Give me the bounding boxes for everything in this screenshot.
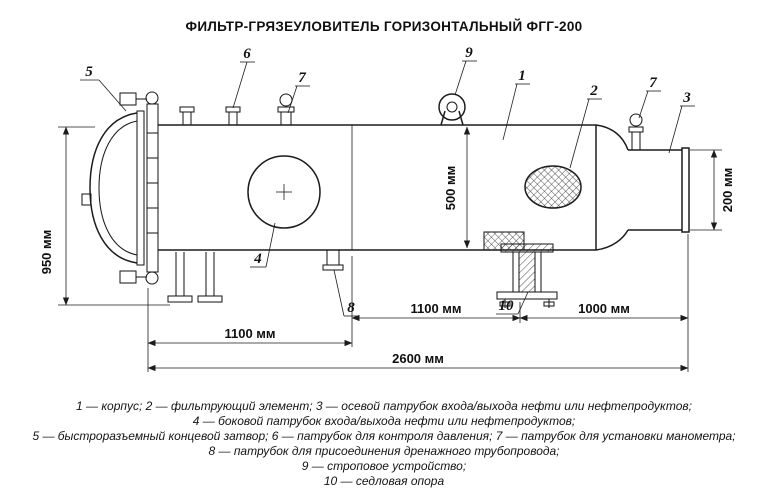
legend-line-3: 5 — быстроразъемный концевой затвор; 6 —…	[32, 429, 735, 443]
callouts: 5 6 7 9 1 2 7	[80, 45, 695, 317]
callout-2-label: 2	[589, 83, 598, 99]
callout-5: 5	[80, 64, 127, 112]
dim-500: 500 мм	[443, 126, 471, 249]
dim-1000: 1000 мм	[519, 301, 689, 322]
top-stub	[179, 106, 195, 125]
dim-1100-left: 1100 мм	[147, 326, 353, 347]
callout-4-label: 4	[253, 251, 262, 267]
dim-2600: 2600 мм	[147, 351, 689, 372]
end-closure	[119, 91, 159, 285]
callout-2: 2	[569, 83, 602, 169]
dim-200-label: 200 мм	[720, 168, 735, 213]
callout-9-label: 9	[465, 45, 473, 61]
dimensions: 950 мм 500 мм 200 мм 1100 мм 1000 мм	[39, 126, 735, 372]
dim-950-label: 950 мм	[39, 230, 54, 275]
legend: 1 — корпус; 2 — фильтрующий элемент; 3 —…	[32, 399, 735, 488]
dim-1000-label: 1000 мм	[578, 301, 630, 316]
saddle-support	[496, 243, 558, 308]
axial-nozzle	[628, 147, 690, 233]
dim-950: 950 мм	[39, 126, 170, 306]
side-nozzle	[247, 155, 321, 229]
callout-10: 10	[496, 291, 529, 315]
callout-8: 8	[333, 269, 359, 317]
callout-7-left-label: 7	[298, 70, 306, 86]
lifting-lug	[438, 93, 466, 126]
callout-4: 4	[250, 222, 276, 268]
callout-5-label: 5	[85, 64, 93, 80]
right-head	[595, 124, 629, 251]
callout-6-label: 6	[243, 46, 251, 62]
dim-1100-mid: 1100 мм	[351, 301, 521, 322]
callout-1: 1	[502, 68, 530, 141]
pressure-nozzle	[225, 106, 241, 125]
dim-2600-label: 2600 мм	[392, 351, 444, 366]
legend-line-2: 4 — боковой патрубок входа/выхода нефти …	[193, 414, 575, 428]
gauge-nozzle-right	[628, 113, 644, 150]
dim-200: 200 мм	[690, 149, 735, 231]
legend-line-4: 8 — патрубок для присоединения дренажног…	[208, 444, 559, 458]
filter-element	[524, 165, 582, 209]
legend-line-6: 10 — седловая опора	[324, 474, 445, 488]
legend-line-1: 1 — корпус; 2 — фильтрующий элемент; 3 —…	[76, 399, 692, 413]
callout-1-label: 1	[518, 68, 526, 84]
dim-1100-mid-label: 1100 мм	[410, 301, 461, 316]
legend-line-5: 9 — строповое устройство;	[302, 459, 466, 473]
callout-9: 9	[454, 45, 477, 96]
callout-7-right-label: 7	[649, 75, 657, 91]
gauge-nozzle-left	[277, 93, 295, 125]
dim-500-label: 500 мм	[443, 166, 458, 211]
page-title: ФИЛЬТР-ГРЯЗЕУЛОВИТЕЛЬ ГОРИЗОНТАЛЬНЫЙ ФГГ…	[186, 19, 583, 34]
left-head	[81, 112, 138, 264]
callout-3-label: 3	[682, 90, 691, 106]
dim-1100-left-label: 1100 мм	[224, 326, 275, 341]
callout-7-right: 7	[638, 75, 661, 119]
drain-nozzle	[322, 250, 344, 271]
callout-10-label: 10	[499, 298, 515, 314]
callout-6: 6	[232, 46, 255, 109]
support-legs	[167, 252, 223, 303]
callout-8-label: 8	[347, 300, 355, 316]
callout-3: 3	[668, 90, 695, 154]
callout-7-left: 7	[287, 70, 310, 114]
